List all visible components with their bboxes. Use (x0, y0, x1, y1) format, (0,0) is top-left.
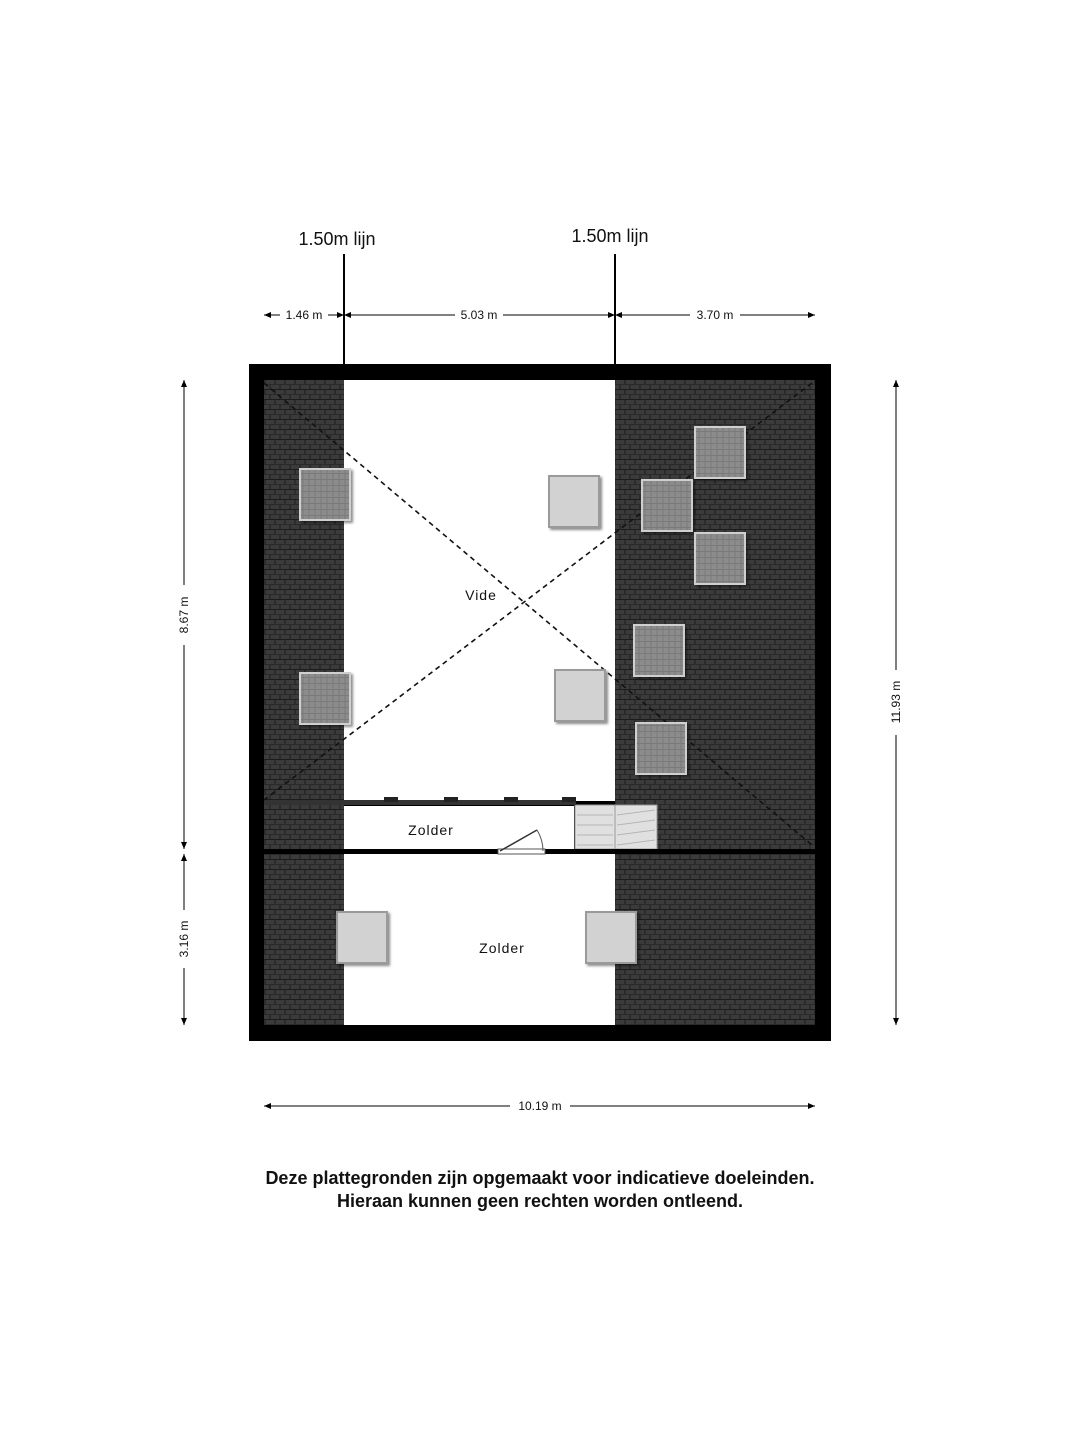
roof-window (694, 532, 746, 585)
dim-left-upper: 8.67 m (177, 597, 191, 634)
dimension-top (264, 312, 815, 318)
dim-top-middle: 5.03 m (461, 308, 498, 322)
roof-window (299, 468, 351, 521)
dimension-left (181, 380, 187, 1025)
roof-windows (299, 426, 746, 964)
zolder-large-area (344, 854, 615, 1025)
roof-window (635, 722, 687, 775)
dim-left-lower: 3.16 m (177, 921, 191, 958)
roof-window (633, 624, 685, 677)
roof-window (585, 911, 637, 964)
roof-window (336, 911, 388, 964)
zolder-small-area (344, 806, 574, 849)
roof-window (548, 475, 600, 528)
disclaimer-line-2: Hieraan kunnen geen rechten worden ontle… (336, 1191, 744, 1211)
roof-window (299, 672, 351, 725)
dim-top-right: 3.70 m (697, 308, 734, 322)
dimension-bottom (264, 1103, 815, 1109)
stairs (574, 804, 658, 850)
vide-edge (264, 800, 576, 805)
interior-wall (264, 849, 498, 854)
roof-window (641, 479, 693, 532)
line-150-left-label: 1.50m lijn (298, 229, 375, 249)
dim-top-left: 1.46 m (286, 308, 323, 322)
disclaimer-line-1: Deze plattegronden zijn opgemaakt voor i… (265, 1168, 815, 1188)
interior-wall-right (545, 849, 815, 854)
line-150-right-label: 1.50m lijn (571, 226, 648, 246)
roof-window (554, 669, 606, 722)
room-label-zolder-large: Zolder (479, 940, 525, 956)
door (497, 829, 546, 855)
roof-window (694, 426, 746, 479)
disclaimer: Deze plattegronden zijn opgemaakt voor i… (0, 1167, 1080, 1213)
dim-right-total: 11.93 m (889, 681, 903, 723)
dimension-right (893, 380, 899, 1025)
dim-bottom-total: 10.19 m (518, 1099, 561, 1113)
railing-posts (384, 797, 576, 802)
vide-diagonals (263, 382, 813, 846)
room-label-vide: Vide (465, 587, 497, 603)
room-label-zolder-small: Zolder (408, 822, 454, 838)
vide-area (344, 380, 615, 801)
